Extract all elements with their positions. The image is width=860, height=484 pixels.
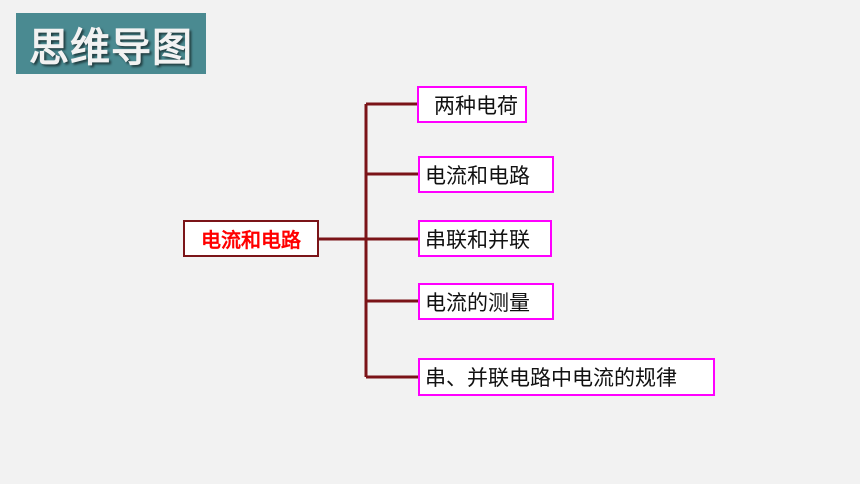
page-title: 思维导图 [29, 24, 193, 71]
child-node-series-parallel: 串联和并联 [418, 220, 552, 257]
child-node-current-rules: 串、并联电路中电流的规律 [418, 358, 715, 396]
root-node: 电流和电路 [183, 220, 319, 257]
title-banner: 思维导图 [16, 13, 206, 74]
child-node-current-circuit: 电流和电路 [418, 156, 554, 193]
child-node-current-measurement: 电流的测量 [418, 283, 554, 320]
child-node-charges: 两种电荷 [417, 86, 527, 123]
